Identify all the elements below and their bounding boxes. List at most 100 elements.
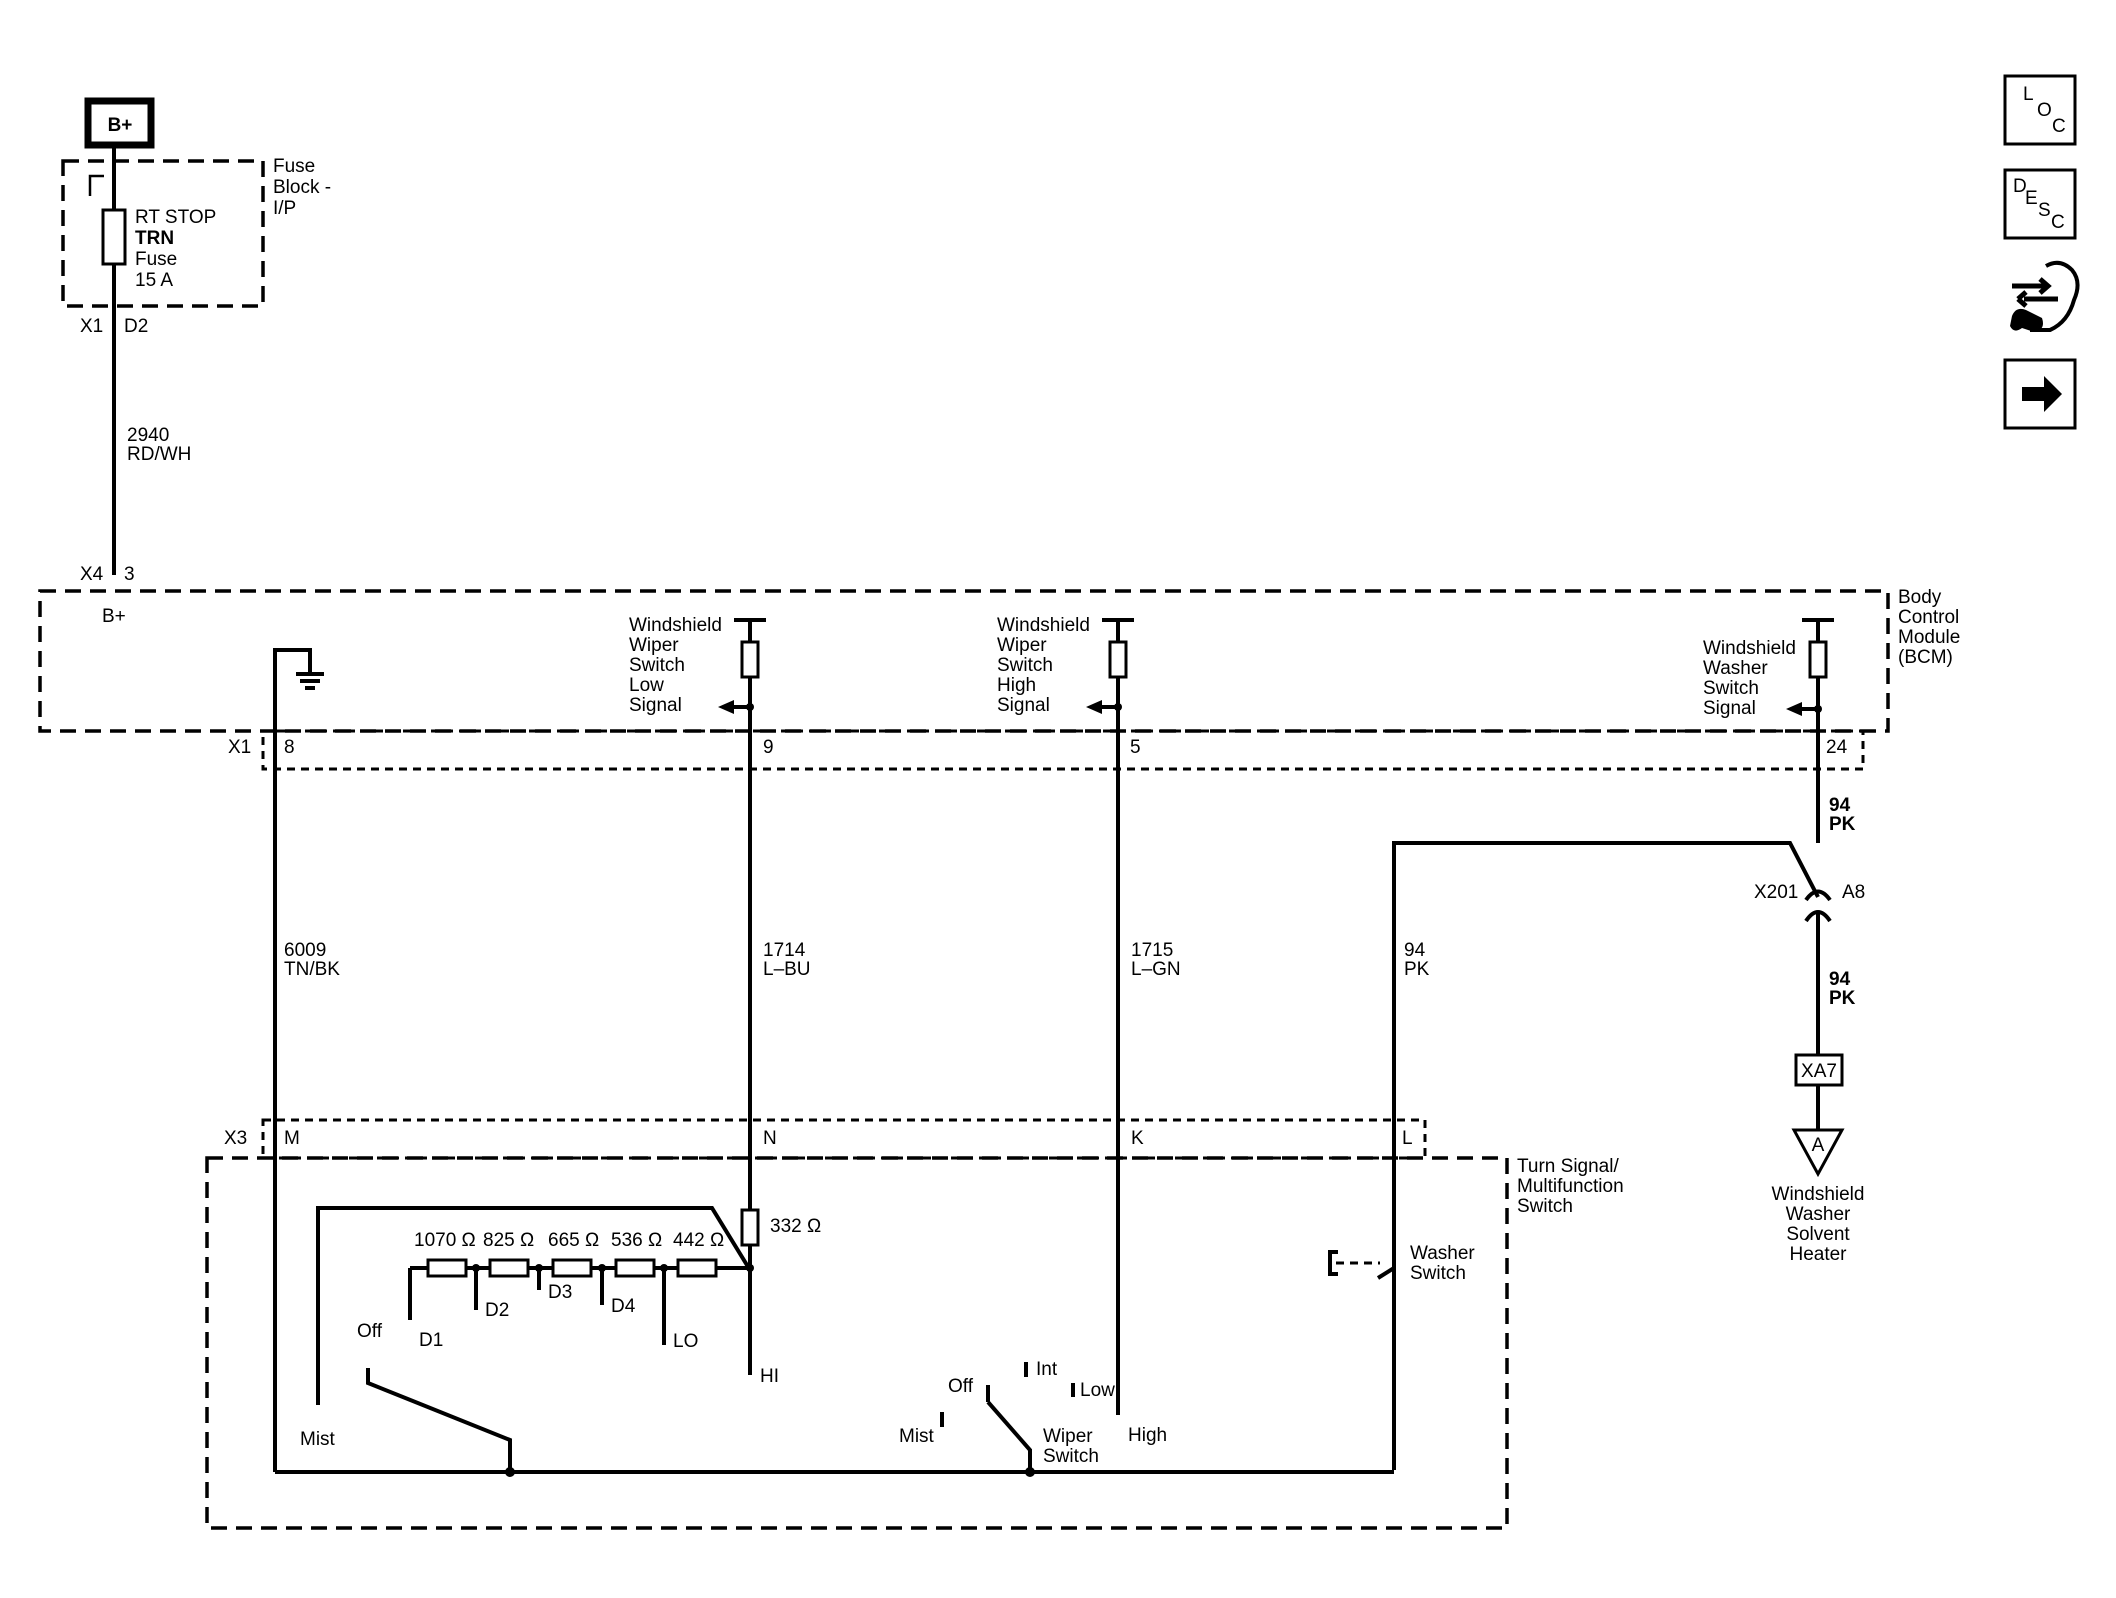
fuse-line1: RT STOP (135, 207, 216, 228)
multifunction-line1: Turn Signal/ (1517, 1156, 1619, 1177)
wiper-switch-line2: Switch (1043, 1446, 1099, 1467)
bcm-bplus: B+ (102, 606, 126, 627)
resistor-536-label: 536 Ω (611, 1230, 662, 1251)
low-signal-line2: Wiper (629, 635, 679, 656)
bcm-ground-icon (273, 648, 324, 770)
delay-off-label: Off (357, 1321, 383, 1342)
wire-94-bottom-color: PK (1829, 988, 1856, 1009)
wire-6009-circuit: 6009 (284, 940, 326, 961)
loc-o: O (2037, 100, 2052, 121)
wire-94-top-color: PK (1829, 814, 1856, 835)
low-signal-line5: Signal (629, 695, 682, 716)
low-signal-line3: Switch (629, 655, 685, 676)
fuse-block-line3: I/P (273, 198, 296, 219)
wire-94-top-circuit: 94 (1829, 795, 1851, 816)
wire-94-bottom-circuit: 94 (1829, 969, 1851, 990)
bcm-line1: Body (1898, 587, 1942, 608)
washer-signal-line1: Windshield (1703, 638, 1796, 659)
x3-connector-strip (261, 1118, 1427, 1160)
resistor-442-label: 442 Ω (673, 1230, 724, 1251)
resistor-825-label: 825 Ω (483, 1230, 534, 1251)
wire-2940-circuit: 2940 (127, 425, 169, 446)
resistor-1070 (426, 1258, 468, 1278)
resistor-332-symbol (740, 1208, 760, 1247)
multifunction-switch-box (205, 1156, 1509, 1530)
x3-connector: X3 (224, 1128, 247, 1149)
tap-d2-label: D2 (485, 1300, 509, 1321)
wiper-off-label: Off (948, 1376, 974, 1397)
fuse-line2: TRN (135, 228, 174, 249)
loc-l: L (2023, 84, 2034, 105)
resistor-665 (551, 1258, 593, 1278)
washer-switch-line2: Switch (1410, 1263, 1466, 1284)
solvent-heater-line1: Windshield (1772, 1184, 1865, 1205)
high-signal-input (1086, 618, 1134, 1415)
fuse-connector: X1 (80, 316, 103, 337)
wiper-mist-label: Mist (899, 1426, 935, 1447)
washer-signal-line2: Washer (1703, 658, 1768, 679)
high-signal-line2: Wiper (997, 635, 1047, 656)
bcm-pin-24: 24 (1826, 737, 1848, 758)
delay-switch-blade (366, 1368, 512, 1472)
resistor-1070-label: 1070 Ω (414, 1230, 476, 1251)
wiper-high-label: High (1128, 1425, 1167, 1446)
wire-2940-color: RD/WH (127, 444, 191, 465)
wire-1715-circuit: 1715 (1131, 940, 1173, 961)
offpage-ref-letter: A (1812, 1135, 1825, 1156)
ladder-node-hi (746, 1264, 754, 1272)
x201-pin: A8 (1842, 882, 1865, 903)
desc-c: C (2051, 212, 2065, 233)
tap-lo-label: LO (673, 1331, 698, 1352)
wire-6009-color: TN/BK (284, 959, 340, 980)
high-signal-line3: Switch (997, 655, 1053, 676)
loc-button[interactable]: L O C (2003, 74, 2077, 146)
fuse-line4: 15 A (135, 270, 173, 291)
low-signal-input (718, 618, 766, 1375)
solvent-heater-line3: Solvent (1786, 1224, 1850, 1245)
service-hand-wrench-icon[interactable] (2010, 260, 2080, 332)
battery-label: B+ (108, 115, 133, 136)
xa7-label: XA7 (1801, 1061, 1837, 1082)
offpage-ref-triangle (1791, 1128, 1845, 1178)
resistor-825 (488, 1258, 530, 1278)
x3-pin-l: L (1402, 1128, 1413, 1149)
bcm-pin-9: 9 (763, 737, 774, 758)
solvent-heater-line2: Washer (1786, 1204, 1851, 1225)
low-signal-line1: Windshield (629, 615, 722, 636)
wiper-int-label: Int (1036, 1359, 1058, 1380)
right-arrow-icon[interactable] (2003, 358, 2077, 430)
washer-signal-input (1786, 618, 1834, 843)
tap-d3-label: D3 (548, 1282, 572, 1303)
wire-94-left-circuit: 94 (1404, 940, 1426, 961)
washer-signal-line3: Switch (1703, 678, 1759, 699)
resistor-665-label: 665 Ω (548, 1230, 599, 1251)
high-signal-line4: High (997, 675, 1036, 696)
tap-hi-label: HI (760, 1366, 779, 1387)
fuse-block-box (61, 159, 265, 308)
resistor-332-label: 332 Ω (770, 1216, 821, 1237)
wiper-switch-line1: Wiper (1043, 1426, 1093, 1447)
bcm-line4: (BCM) (1898, 647, 1953, 668)
low-signal-line4: Low (629, 675, 664, 696)
bcm-pin-5: 5 (1130, 737, 1141, 758)
washer-signal-line4: Signal (1703, 698, 1756, 719)
bcm-line3: Module (1898, 627, 1960, 648)
multifunction-line2: Multifunction (1517, 1176, 1624, 1197)
washer-switch-line1: Washer (1410, 1243, 1475, 1264)
bcm-x4-connector: X4 (80, 564, 104, 585)
fuse-block-line1: Fuse (273, 156, 315, 177)
bcm-x1-connector: X1 (228, 737, 251, 758)
bcm-x1-connector-strip (261, 729, 1865, 771)
resistor-442 (676, 1258, 718, 1278)
x201-connector: X201 (1754, 882, 1798, 903)
wiper-switch-blade (986, 1400, 1032, 1472)
loc-c: C (2052, 116, 2066, 137)
desc-button[interactable]: D E S C (2003, 168, 2077, 240)
tap-d1-label: D1 (419, 1330, 443, 1351)
high-signal-line1: Windshield (997, 615, 1090, 636)
wiper-low-label: Low (1080, 1380, 1115, 1401)
high-signal-line5: Signal (997, 695, 1050, 716)
x3-pin-n: N (763, 1128, 777, 1149)
mist-lead (316, 1206, 752, 1405)
